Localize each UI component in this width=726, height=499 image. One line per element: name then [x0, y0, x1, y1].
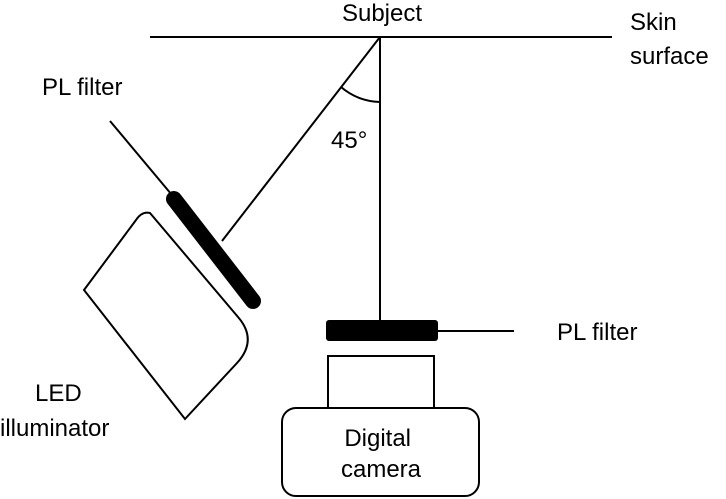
camera-label-line1: Digital: [344, 425, 411, 452]
illumination-ray: [221, 36, 381, 242]
led-illuminator-label-line1: LED: [35, 380, 82, 407]
led-illuminator-label: LED illuminator: [0, 380, 109, 442]
skin-surface-label: Skin surface: [630, 9, 709, 70]
pl-filter-camera: [326, 320, 438, 341]
angle-label: 45°: [331, 127, 367, 154]
camera-body: [281, 407, 480, 497]
pl-filter-illuminator: [166, 191, 261, 309]
led-illuminator-label-line2: illuminator: [0, 415, 109, 442]
pl-filter-camera-label: PL filter: [557, 319, 637, 346]
skin-surface-label-line1: Skin: [630, 9, 677, 36]
angle-arc: [340, 86, 381, 103]
led-illuminator-body: [82, 211, 249, 421]
camera-label: Digital camera: [341, 425, 422, 483]
pl-filter-illuminator-label: PL filter: [42, 74, 122, 101]
camera-label-line2: camera: [341, 456, 422, 483]
skin-surface-label-line2: surface: [630, 43, 709, 70]
subject-label: Subject: [342, 0, 422, 27]
camera-lens: [327, 355, 435, 409]
pl-filter-illuminator-leader: [109, 120, 178, 202]
